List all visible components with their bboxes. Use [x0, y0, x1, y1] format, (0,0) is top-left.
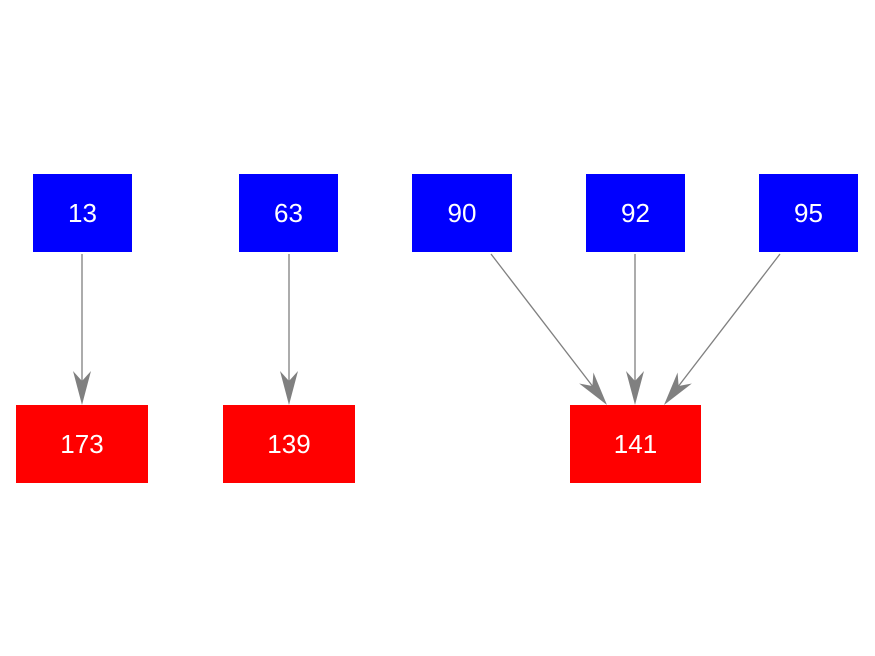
node-141: 141 — [570, 405, 701, 483]
node-box-141 — [570, 405, 701, 483]
node-label-13: 13 — [68, 198, 97, 228]
node-box-63 — [239, 174, 338, 252]
node-139: 139 — [223, 405, 355, 483]
node-95: 95 — [759, 174, 858, 252]
node-92: 92 — [586, 174, 685, 252]
edge-layer — [73, 253, 781, 405]
node-label-173: 173 — [60, 429, 103, 459]
edge-90-to-141 — [490, 253, 593, 387]
node-63: 63 — [239, 174, 338, 252]
node-13: 13 — [33, 174, 132, 252]
arrowhead-95-to-141 — [664, 372, 692, 405]
node-box-173 — [16, 405, 148, 483]
arrowhead-13-to-173 — [73, 371, 91, 405]
node-label-92: 92 — [621, 198, 650, 228]
node-90: 90 — [412, 174, 512, 252]
arrowhead-90-to-141 — [579, 372, 607, 405]
node-label-95: 95 — [794, 198, 823, 228]
node-label-63: 63 — [274, 198, 303, 228]
node-label-141: 141 — [614, 429, 657, 459]
node-layer: 13 63 90 92 95 173 139 141 — [16, 174, 858, 483]
node-label-90: 90 — [448, 198, 477, 228]
node-box-90 — [412, 174, 512, 252]
node-box-95 — [759, 174, 858, 252]
arrowhead-63-to-139 — [280, 371, 298, 405]
edge-95-to-141 — [678, 253, 781, 387]
node-173: 173 — [16, 405, 148, 483]
node-box-13 — [33, 174, 132, 252]
arrowhead-92-to-141 — [626, 371, 644, 405]
node-label-139: 139 — [267, 429, 310, 459]
node-box-139 — [223, 405, 355, 483]
node-box-92 — [586, 174, 685, 252]
